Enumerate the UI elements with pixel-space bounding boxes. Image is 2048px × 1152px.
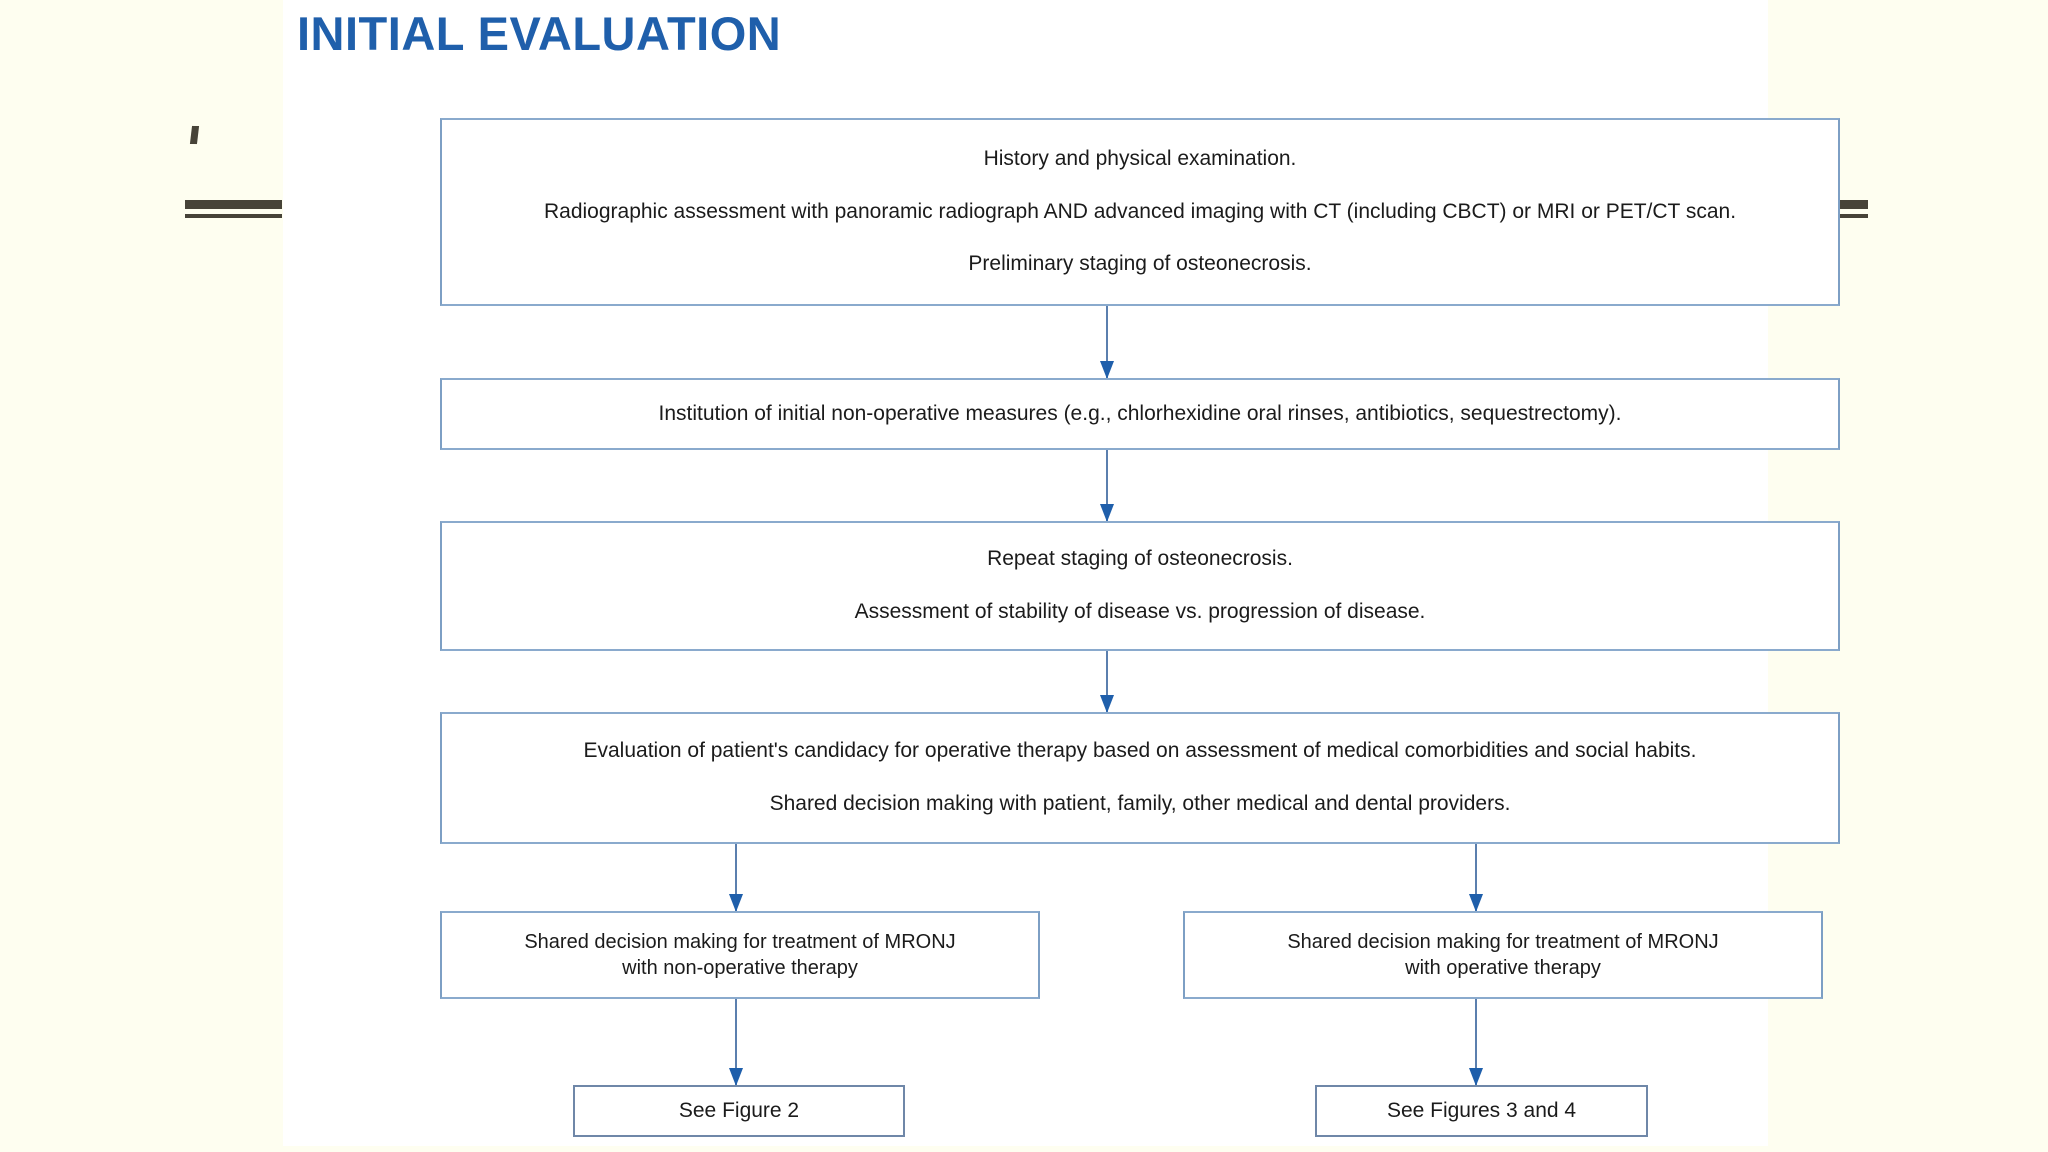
flow-box-branch-nonoperative-therapy: Shared decision making for treatment of … [440,911,1040,999]
flow-box-see-figures-3-and-4: See Figures 3 and 4 [1315,1085,1648,1137]
arrow-down-icon-candidacy-to-nonoperative-branch [727,844,745,912]
arrow-shaft [735,844,737,911]
rule-thin-left [185,214,282,218]
arrow-shaft [735,999,737,1085]
arrow-head [729,1068,743,1086]
arrow-down-icon-restaging-to-candidacy [1098,651,1116,713]
flow-box-branch-operative-therapy: Shared decision making for treatment of … [1183,911,1823,999]
arrow-head [1100,695,1114,713]
arrow-down-icon-candidacy-to-operative-branch [1467,844,1485,912]
flow-box-initial-evaluation: History and physical examination. Radiog… [440,118,1840,306]
arrow-shaft [1106,306,1108,378]
flow-box-see-figure-2: See Figure 2 [573,1085,905,1137]
flow-box-initial-line-1: History and physical examination. [983,146,1297,170]
flow-box-nonoperative-line-1: Institution of initial non-operative mea… [658,401,1622,425]
arrow-head [1469,1068,1483,1086]
arrow-shaft [1106,450,1108,521]
flow-box-restaging-line-1: Repeat staging of osteonecrosis. [987,547,1293,571]
flow-box-branch-operative-line-1: Shared decision making for treatment of … [1287,931,1719,953]
flow-box-branch-nonoperative-line-2: with non-operative therapy [622,957,858,979]
flow-box-branch-nonoperative-line-1: Shared decision making for treatment of … [524,931,956,953]
flow-box-restaging-line-2: Assessment of stability of disease vs. p… [854,600,1426,623]
flow-box-operative-candidacy: Evaluation of patient's candidacy for op… [440,712,1840,844]
arrow-down-icon-to-figure-2 [727,999,745,1086]
arrow-shaft [1106,651,1108,712]
flow-box-see-figures-3-and-4-label: See Figures 3 and 4 [1386,1098,1577,1122]
flow-box-candidacy-line-2: Shared decision making with patient, fam… [769,792,1511,815]
tick-mark-decoration [184,126,205,144]
flow-box-candidacy-line-1: Evaluation of patient's candidacy for op… [583,739,1697,763]
arrow-down-icon-initial-to-nonoperative [1098,306,1116,379]
arrow-shaft [1475,844,1477,911]
page-title: INITIAL EVALUATION [297,7,782,60]
flow-box-see-figure-2-label: See Figure 2 [678,1098,800,1122]
arrow-head [729,894,743,912]
flow-box-nonoperative-measures: Institution of initial non-operative mea… [440,378,1840,450]
flow-box-repeat-staging: Repeat staging of osteonecrosis. Assessm… [440,521,1840,651]
flow-box-branch-operative-line-2: with operative therapy [1405,957,1601,979]
arrow-head [1100,504,1114,522]
arrow-head [1100,361,1114,379]
flow-box-initial-line-3: Preliminary staging of osteonecrosis. [968,252,1312,276]
arrow-shaft [1475,999,1477,1085]
arrow-down-icon-nonoperative-to-restaging [1098,450,1116,522]
arrow-head [1469,894,1483,912]
arrow-down-icon-to-figures-3-and-4 [1467,999,1485,1086]
rule-thick-left [185,200,282,209]
flow-box-initial-line-2: Radiographic assessment with panoramic r… [543,199,1737,223]
